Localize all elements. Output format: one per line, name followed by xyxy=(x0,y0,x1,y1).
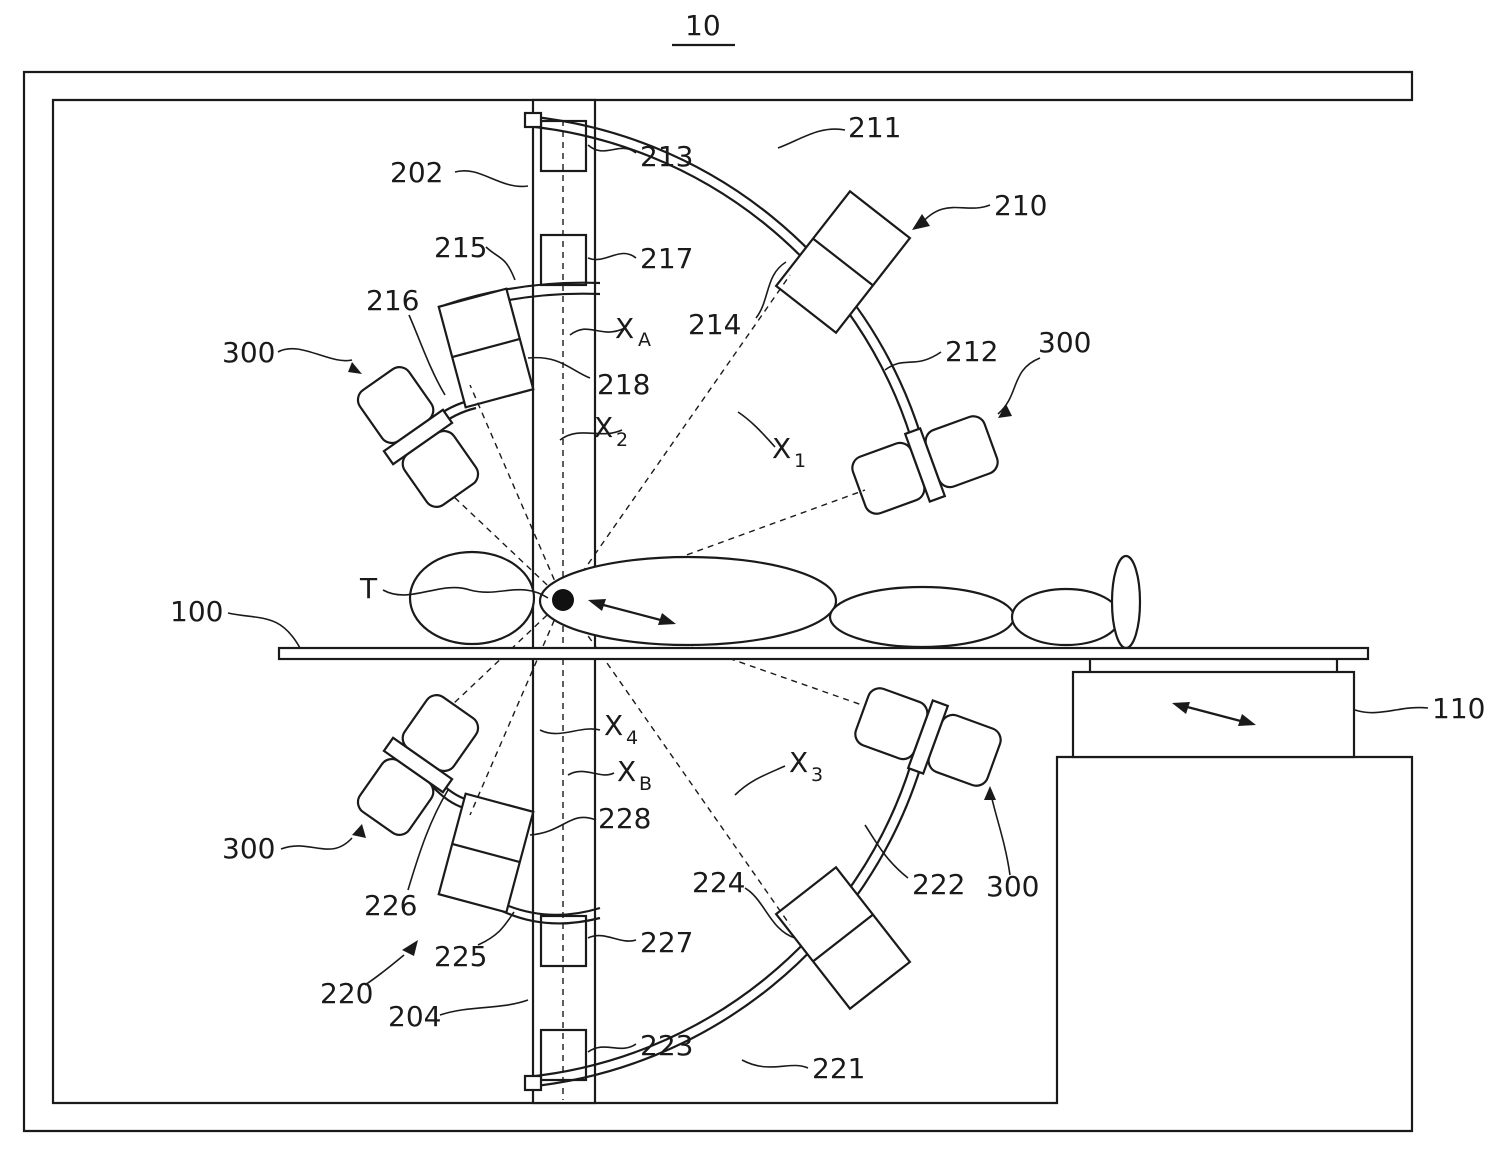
label-300-lower-left: 300 xyxy=(222,832,275,865)
arc-rail-221-end xyxy=(525,1076,541,1090)
imaging-head-300-upper-right xyxy=(847,407,1003,523)
carriage-214 xyxy=(776,191,910,332)
arrowhead-210 xyxy=(912,214,930,230)
label-227: 227 xyxy=(640,926,693,959)
carriage-228 xyxy=(439,794,534,913)
axis-label-x3-sub: 3 xyxy=(811,764,823,786)
label-110: 110 xyxy=(1432,692,1485,725)
axis-label-x4-sub: 4 xyxy=(626,727,638,749)
axis-label-x2: X xyxy=(594,411,613,444)
label-300-lower-right: 300 xyxy=(986,870,1039,903)
axis-label-xa: X xyxy=(615,312,634,345)
label-217: 217 xyxy=(640,242,693,275)
label-215: 215 xyxy=(434,231,487,264)
patient-table xyxy=(279,648,1368,659)
arc-rail-211-end xyxy=(525,113,541,127)
axis-label-x1-sub: 1 xyxy=(794,450,806,472)
patient-body xyxy=(410,552,1140,648)
label-213: 213 xyxy=(640,140,693,173)
arrowhead-220 xyxy=(402,940,418,956)
label-202: 202 xyxy=(390,156,443,189)
arrowhead-300-upper-left xyxy=(348,362,362,374)
axis-label-xb-sub: B xyxy=(639,773,652,795)
carriage-218 xyxy=(439,289,534,408)
axis-label-x4: X xyxy=(604,709,623,742)
label-226: 226 xyxy=(364,889,417,922)
figure-number: 10 xyxy=(685,9,721,42)
target-point xyxy=(552,589,574,611)
axis-label-xb: X xyxy=(617,755,636,788)
carriage-224 xyxy=(776,867,910,1008)
axis-label-xa-sub: A xyxy=(638,329,651,351)
label-300-upper-right: 300 xyxy=(1038,326,1091,359)
label-target: T xyxy=(359,572,378,605)
label-300-upper-left: 300 xyxy=(222,336,275,369)
axis-label-x1: X xyxy=(772,432,791,465)
label-221: 221 xyxy=(812,1052,865,1085)
arrowhead-300-lower-right xyxy=(984,786,996,800)
label-211: 211 xyxy=(848,111,901,144)
label-214: 214 xyxy=(688,308,741,341)
arrowhead-300-lower-left xyxy=(352,824,366,838)
label-228: 228 xyxy=(598,802,651,835)
label-212: 212 xyxy=(945,335,998,368)
label-218: 218 xyxy=(597,368,650,401)
label-216: 216 xyxy=(366,284,419,317)
axis-label-x3: X xyxy=(789,746,808,779)
label-224: 224 xyxy=(692,866,745,899)
axis-label-x2-sub: 2 xyxy=(616,429,628,451)
label-225: 225 xyxy=(434,940,487,973)
imaging-head-300-lower-right xyxy=(850,679,1006,795)
label-100: 100 xyxy=(170,595,223,628)
label-223: 223 xyxy=(640,1029,693,1062)
leader-220 xyxy=(365,955,404,985)
label-220: 220 xyxy=(320,977,373,1010)
label-204: 204 xyxy=(388,1000,441,1033)
label-222: 222 xyxy=(912,868,965,901)
label-210: 210 xyxy=(994,189,1047,222)
